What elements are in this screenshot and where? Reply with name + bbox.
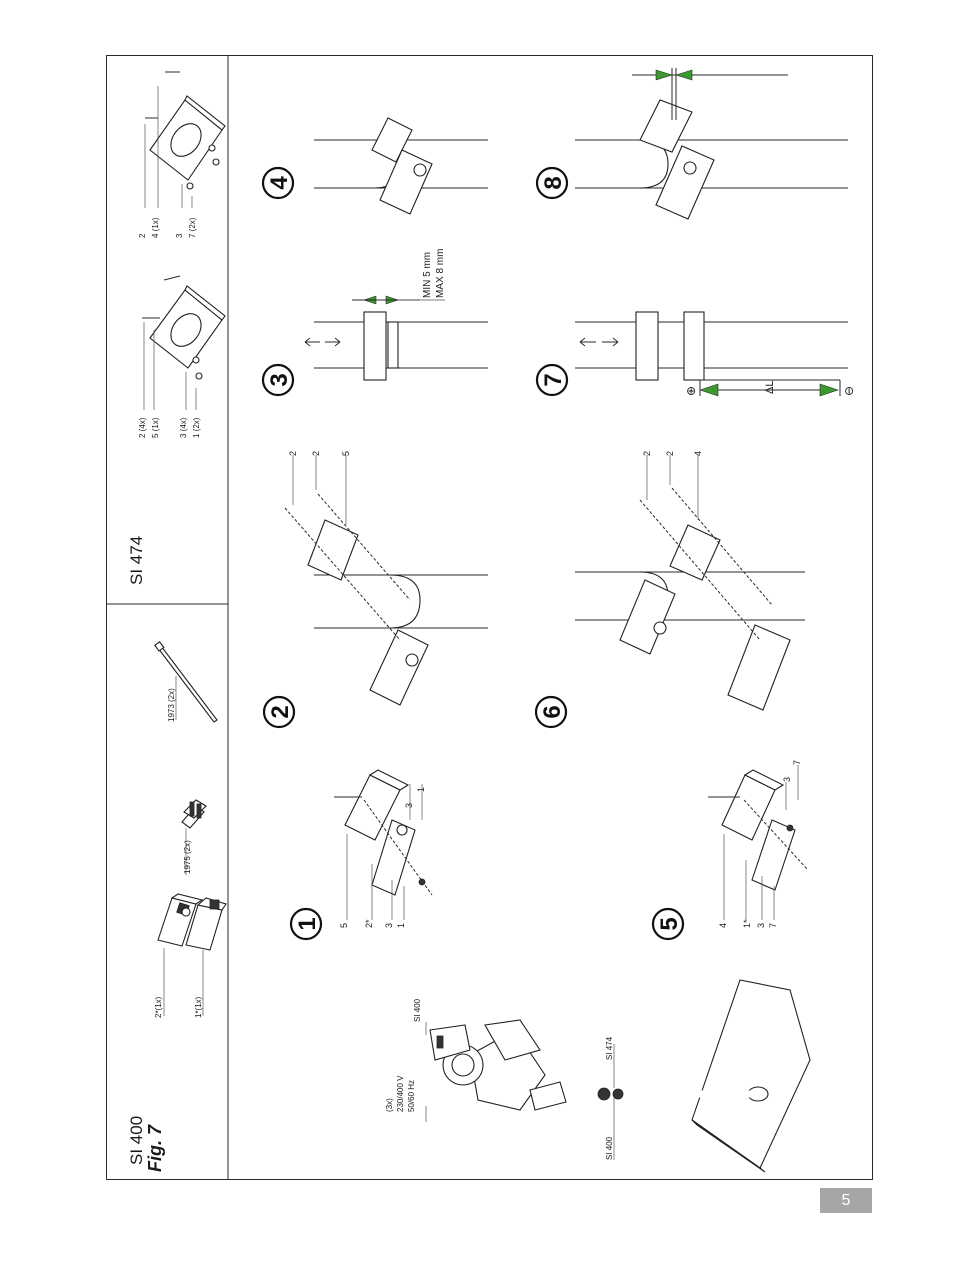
step-5-marker (651, 907, 685, 941)
step-5-label-1: 4 (718, 923, 728, 928)
page-number: 5 (820, 1188, 872, 1213)
step-5-number: 5 (656, 917, 683, 930)
step-6-marker (534, 695, 568, 729)
overview-label-si400-top: SI 400 (413, 998, 422, 1022)
overview-supply-1: (3x) (385, 1098, 394, 1112)
kit-part-1973-cable-tie (154, 641, 218, 723)
step-4-assembly (314, 117, 488, 215)
step-7-plus: ⊕ (684, 386, 698, 396)
kit-label-1973: 1973 (2x) (167, 688, 176, 722)
kit-label-1975: 1975 (2x) (183, 840, 192, 874)
kit-label-1star: 1*(1x) (194, 996, 203, 1018)
kit-a-label-2: 5 (1x) (151, 417, 160, 438)
kit-b-clamp (145, 71, 226, 190)
step-7-delta-l: ΔL (764, 381, 776, 394)
step-6-label-1: 2 (642, 451, 652, 456)
step-1-label-5: 3 (404, 803, 414, 808)
step-3-marker (261, 363, 295, 397)
step-6-assembly (575, 487, 805, 711)
step-2-assembly (284, 493, 488, 706)
kit-a-label-1: 2 (4x) (138, 417, 147, 438)
kit-a-label-4: 1 (2x) (192, 417, 201, 438)
header-si400: SI 400 (127, 1116, 146, 1165)
step-2-label-3: 5 (341, 451, 351, 456)
step-1-label-6: 1 (416, 787, 426, 792)
kit-b-label-1: 2 (138, 233, 147, 238)
header-si474: SI 474 (127, 536, 146, 585)
step-6-label-3: 4 (693, 451, 703, 456)
step-2-marker (262, 695, 296, 729)
step-2-label-2: 2 (311, 451, 321, 456)
step-1-assembly (334, 769, 433, 896)
kit-b-label-4: 7 (2x) (188, 217, 197, 238)
overview-supply-2: 230/400 V (396, 1075, 405, 1112)
kit-a-label-3: 3 (4x) (179, 417, 188, 438)
step-1-label-3: 3 (384, 923, 394, 928)
step-4-number: 4 (266, 176, 293, 190)
step-3-gap-max: MAX 8 mm (435, 249, 446, 298)
step-1-label-2: 2* (364, 919, 374, 928)
overview-label-si400-bottom: SI 400 (605, 1136, 614, 1160)
step-7-marker (535, 363, 569, 397)
step-3-assembly (304, 295, 488, 381)
step-7-number: 7 (540, 373, 567, 386)
step-1-number: 1 (294, 917, 321, 930)
figure-frame (106, 55, 873, 1180)
step-5-label-5: 3 (782, 777, 792, 782)
step-5-label-2: 1* (742, 919, 752, 928)
overview-label-si474: SI 474 (605, 1036, 614, 1060)
kit-label-2star: 2*(1x) (154, 996, 163, 1018)
kit-b-label-3: 3 (175, 233, 184, 238)
step-1-marker (289, 907, 323, 941)
kit-part-1975 (181, 799, 207, 829)
step-5-label-4: 7 (768, 923, 778, 928)
kit-a-clamp (142, 275, 226, 380)
step-6-label-2: 2 (665, 451, 675, 456)
step-5-label-3: 3 (756, 923, 766, 928)
step-8-marker (535, 166, 569, 200)
step-2-label-1: 2 (288, 451, 298, 456)
step-1-label-1: 5 (339, 923, 349, 928)
step-5-assembly (708, 769, 809, 891)
kit-part-clamp-1star (185, 897, 227, 951)
step-3-gap-min: MIN 5 mm (422, 252, 433, 298)
step-8-assembly (575, 68, 848, 220)
step-1-label-4: 1 (396, 923, 406, 928)
step-7-assembly (575, 311, 848, 397)
step-5-label-6: 7 (792, 760, 802, 765)
figure-label: Fig. 7 (145, 1124, 165, 1172)
step-3-number: 3 (266, 373, 293, 386)
step-8-number: 8 (540, 176, 567, 189)
step-7-minus: ⊖ (842, 386, 856, 396)
overview-supply-3: 50/60 Hz (407, 1080, 416, 1112)
step-2-number: 2 (267, 705, 294, 718)
kit-b-label-2: 4 (1x) (151, 217, 160, 238)
step-6-number: 6 (539, 705, 566, 718)
kit-part-clamp-2star (157, 893, 204, 947)
step-4-marker (261, 166, 295, 200)
overview-machine (429, 979, 811, 1173)
